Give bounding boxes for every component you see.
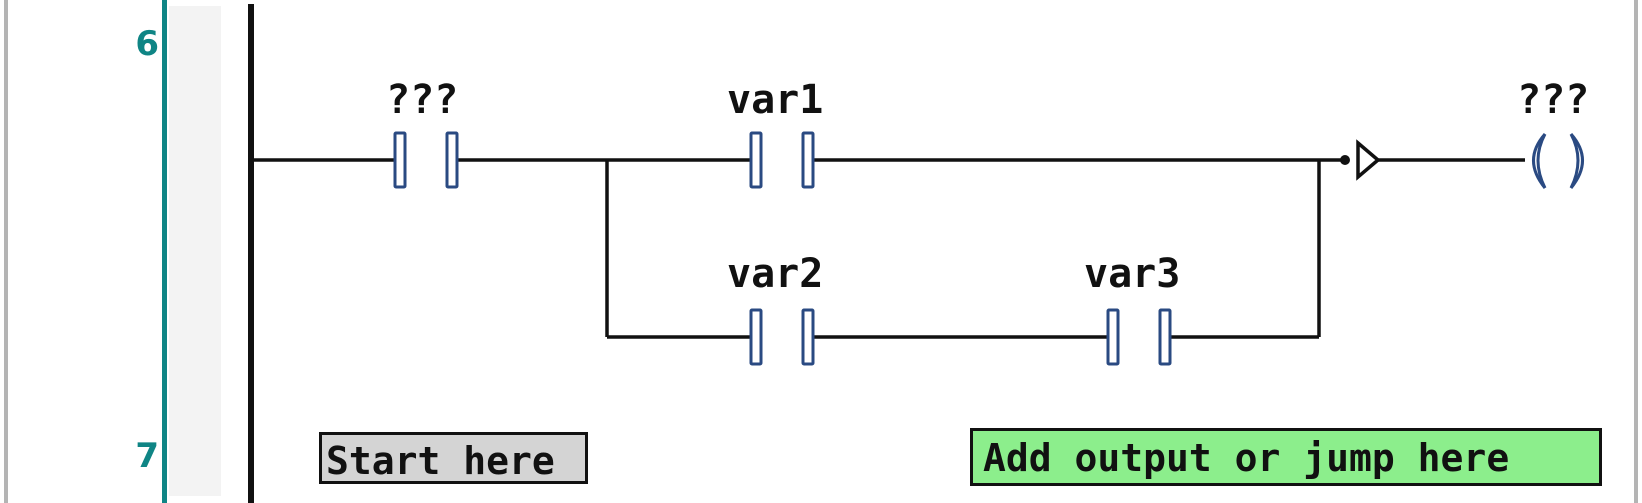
add-output-or-jump-button[interactable]: Add output or jump here <box>970 428 1602 486</box>
contact-label-var1: var1 <box>727 77 824 123</box>
junction-dot <box>1340 155 1350 165</box>
no-contact-icon <box>749 308 763 366</box>
contact-var1[interactable] <box>749 131 815 189</box>
jump-arrow-icon[interactable] <box>1356 139 1381 181</box>
contact-label-unnamed: ??? <box>386 77 459 123</box>
coil-label: ??? <box>1517 77 1590 123</box>
line-number-7: 7 <box>135 436 159 476</box>
coil-icon <box>1532 133 1584 189</box>
contact-label-var2: var2 <box>727 251 824 297</box>
start-here-button[interactable]: Start here <box>319 432 588 484</box>
gutter-margin <box>169 6 221 496</box>
coil-output[interactable] <box>1532 133 1584 189</box>
no-contact-icon <box>393 131 407 189</box>
contact-unnamed[interactable] <box>393 131 459 189</box>
line-number-6: 6 <box>135 24 159 64</box>
no-contact-icon <box>1106 308 1120 366</box>
contact-label-var3: var3 <box>1084 251 1181 297</box>
no-contact-icon <box>749 131 763 189</box>
gutter-accent-bar <box>162 0 167 503</box>
contact-var2[interactable] <box>749 308 815 366</box>
editor-left-border <box>4 0 8 503</box>
contact-var3[interactable] <box>1106 308 1172 366</box>
editor-right-border <box>1634 0 1638 503</box>
rung-wires <box>251 158 1525 339</box>
